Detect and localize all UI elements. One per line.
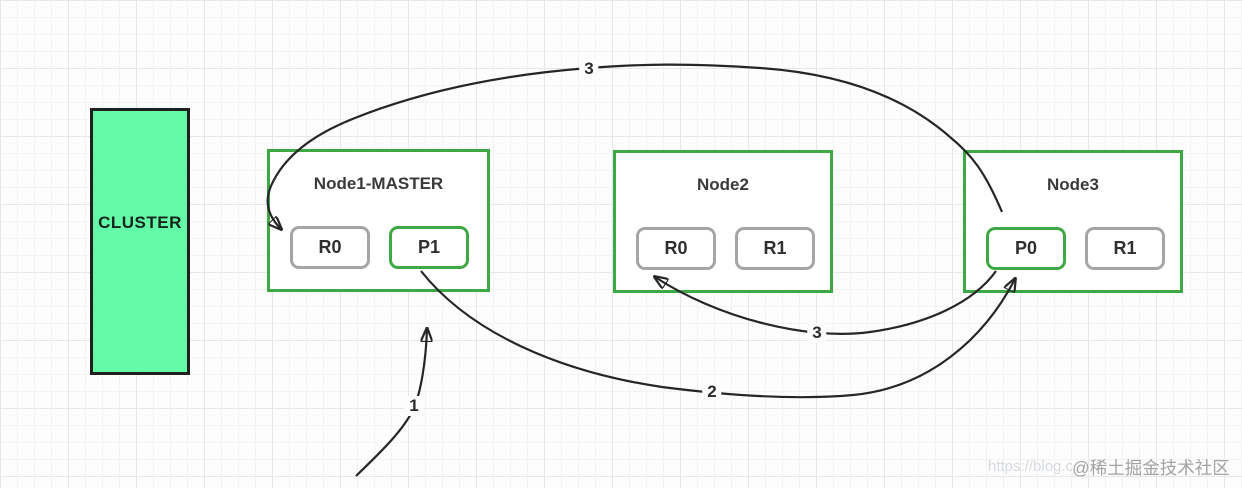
- node2-slot-r0: R0: [636, 227, 716, 270]
- node3-title: Node3: [1047, 175, 1099, 194]
- node3-slot-r1-label: R1: [1113, 238, 1137, 258]
- node3-shape: Node3 P0 R1: [963, 150, 1183, 293]
- node2-title: Node2: [697, 175, 749, 194]
- node3-slot-p0: P0: [986, 227, 1066, 270]
- node1-slot-p1-label: P1: [417, 237, 441, 257]
- cluster-shape: CLUSTER: [90, 108, 190, 375]
- node1-slot-r0: R0: [290, 226, 370, 269]
- node1-slot-r0-label: R0: [318, 237, 342, 257]
- node2-slot-r1-label: R1: [763, 238, 787, 258]
- edge-label-3-mid: 3: [807, 323, 827, 343]
- node2-slot-r1: R1: [735, 227, 815, 270]
- node2-shape: Node2 R0 R1: [613, 150, 833, 293]
- node3-slot-p0-label: P0: [1014, 238, 1038, 258]
- edge-label-2: 2: [702, 382, 722, 402]
- node1-slot-p1: P1: [389, 226, 469, 269]
- node3-slot-r1: R1: [1085, 227, 1165, 270]
- node1-master-shape: Node1-MASTER R0 P1: [267, 149, 490, 292]
- node1-title: Node1-MASTER: [313, 174, 444, 193]
- edge-label-1: 1: [404, 396, 424, 416]
- cluster-label: CLUSTER: [98, 212, 182, 232]
- watermark-url: https://blog.c: [988, 458, 1074, 475]
- watermark-community-badge: @稀土掘金技术社区: [1072, 458, 1230, 478]
- node2-slot-r0-label: R0: [664, 238, 688, 258]
- edge-label-3-top: 3: [579, 59, 599, 79]
